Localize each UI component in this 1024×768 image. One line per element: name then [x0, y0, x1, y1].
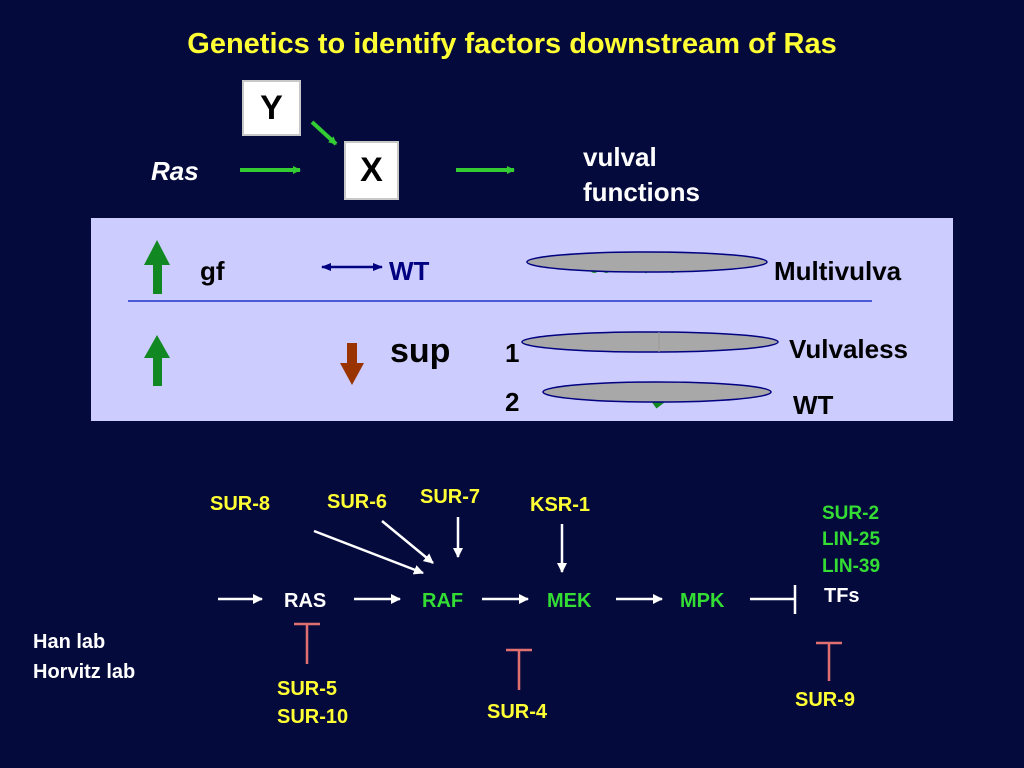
- phenotype-panel: [91, 218, 953, 421]
- functions-label: functions: [583, 177, 700, 207]
- y-to-x-arrow: [310, 120, 338, 146]
- sur5-label: SUR-5: [277, 678, 338, 700]
- mek-node: MEK: [547, 590, 592, 612]
- wt-bottom-label: WT: [793, 390, 834, 420]
- multivulva-worm-icon: [526, 251, 768, 274]
- multivulva-label: Multivulva: [774, 256, 902, 286]
- ras-node: RAS: [284, 590, 327, 612]
- sur9-inhibitor-bar: [816, 641, 842, 681]
- tfs-label: TFs: [824, 585, 860, 607]
- sur8-label: SUR-8: [210, 493, 271, 515]
- sur7-label: SUR-7: [420, 486, 481, 508]
- mpk-node: MPK: [680, 590, 725, 612]
- wt-top-label: WT: [389, 256, 430, 286]
- sur6-label: SUR-6: [327, 491, 388, 513]
- ksr1-label: KSR-1: [530, 494, 591, 516]
- slide-title: Genetics to identify factors downstream …: [187, 28, 837, 60]
- row-2-label: 2: [505, 387, 520, 417]
- sur4-inhibitor-bar: [506, 648, 532, 690]
- mpk-inhibits-tfs: [750, 585, 797, 614]
- wt-worm-icon: [542, 381, 772, 409]
- sur6-to-raf-arrow: [381, 520, 434, 564]
- gf-label: gf: [200, 256, 225, 286]
- gf-up-arrow: [144, 240, 170, 294]
- sup-label: sup: [390, 332, 451, 370]
- sur4-label: SUR-4: [487, 701, 548, 723]
- row-1-label: 1: [505, 338, 520, 368]
- lin25-label: LIN-25: [822, 529, 881, 550]
- y-box: Y: [242, 80, 301, 136]
- sup-row-up-arrow: [144, 335, 170, 386]
- raf-node: RAF: [422, 590, 464, 612]
- horvitz-lab-label: Horvitz lab: [33, 661, 136, 683]
- sur8-to-raf-arrow: [313, 529, 424, 575]
- sup-down-arrow: [340, 343, 364, 385]
- sur5-inhibitor-bar: [294, 622, 320, 664]
- sur9-label: SUR-9: [795, 689, 856, 711]
- vulval-label: vulval: [583, 142, 657, 172]
- sur10-label: SUR-10: [277, 706, 349, 728]
- vulvaless-worm-icon: [521, 331, 779, 353]
- han-lab-label: Han lab: [33, 631, 106, 653]
- lin39-label: LIN-39: [822, 556, 881, 577]
- x-box: X: [344, 141, 399, 200]
- sur2-label: SUR-2: [822, 503, 880, 524]
- ras-label: Ras: [151, 156, 199, 186]
- vulvaless-label: Vulvaless: [789, 334, 909, 364]
